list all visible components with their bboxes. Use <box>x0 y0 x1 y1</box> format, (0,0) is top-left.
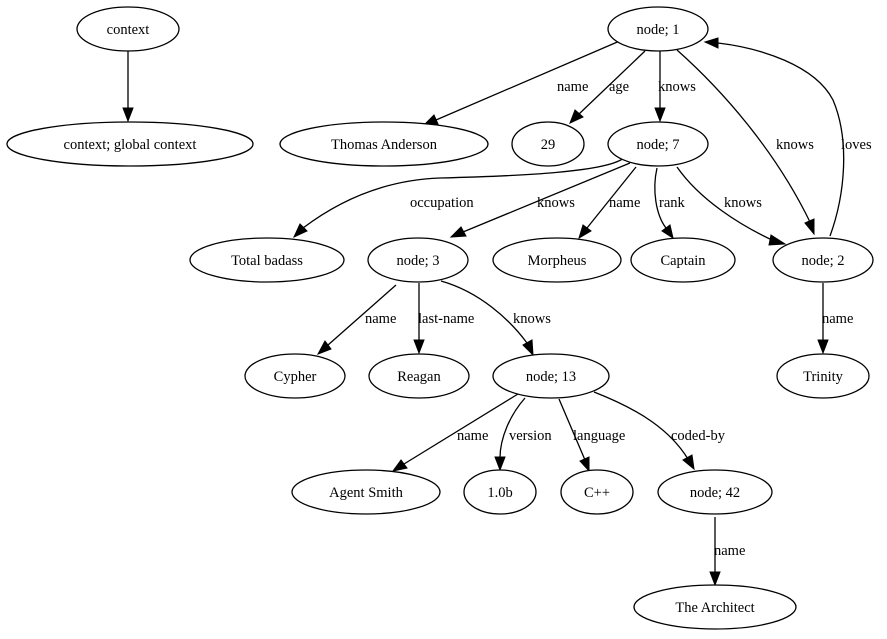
edge-label-age: age <box>609 79 629 95</box>
edge-label-knows: knows <box>537 195 575 211</box>
edge-label-language: language <box>573 428 625 444</box>
edge-knows-node2-from-node7: knows <box>676 166 787 246</box>
svg-text:context: context <box>107 22 150 38</box>
edge-name-trinity: name <box>817 283 853 355</box>
edge-label-knows: knows <box>724 195 762 211</box>
edge-name-morpheus: name <box>578 166 640 240</box>
node-42: node; 42 <box>657 469 773 515</box>
node-3: node; 3 <box>367 237 469 283</box>
edge-label-name: name <box>714 543 745 559</box>
svg-text:Agent Smith: Agent Smith <box>329 485 403 501</box>
edge-loves: loves <box>703 37 872 237</box>
svg-text:Thomas Anderson: Thomas Anderson <box>331 137 438 153</box>
edge-label-knows: knows <box>776 137 814 153</box>
svg-text:Morpheus: Morpheus <box>528 253 587 269</box>
node-thomas-anderson: Thomas Anderson <box>279 121 489 167</box>
edge-rank: rank <box>654 167 686 240</box>
node-7: node; 7 <box>607 121 709 167</box>
edge-label-knows: knows <box>513 311 551 327</box>
svg-text:Reagan: Reagan <box>397 369 441 385</box>
edge-coded-by: coded-by <box>593 391 726 471</box>
svg-text:node; 1: node; 1 <box>636 22 679 38</box>
edge-label-knows: knows <box>658 79 696 95</box>
node-cypher: Cypher <box>244 353 346 399</box>
edge-label-last-name: last-name <box>418 311 474 327</box>
edge-knows-node2-from-node1: knows <box>676 49 815 236</box>
node-version-1-0b: 1.0b <box>463 469 537 515</box>
node-reagan: Reagan <box>368 353 470 399</box>
svg-text:node; 3: node; 3 <box>396 253 439 269</box>
edge-knows-node7: knows <box>654 51 696 123</box>
node-age-29: 29 <box>511 121 585 167</box>
svg-text:Captain: Captain <box>660 253 706 269</box>
node-the-architect: The Architect <box>633 584 797 630</box>
node-total-badass: Total badass <box>189 237 345 283</box>
edge-label-name: name <box>822 311 853 327</box>
svg-text:Cypher: Cypher <box>274 369 317 385</box>
svg-text:node; 7: node; 7 <box>636 137 679 153</box>
edge-label-name: name <box>557 79 588 95</box>
edge-knows-node13: knows <box>440 280 551 357</box>
edge-label-name: name <box>609 195 640 211</box>
edge-label-coded-by: coded-by <box>671 428 726 444</box>
node-trinity: Trinity <box>776 353 870 399</box>
edge-name-smith: name <box>391 393 519 472</box>
edge-label-name: name <box>365 311 396 327</box>
svg-text:29: 29 <box>541 137 556 153</box>
edge-label-rank: rank <box>659 195 686 211</box>
node-morpheus: Morpheus <box>492 237 622 283</box>
edge-label-version: version <box>509 428 552 444</box>
svg-text:node; 2: node; 2 <box>801 253 844 269</box>
node-captain: Captain <box>630 237 736 283</box>
edge-last-name: last-name <box>413 283 474 355</box>
svg-text:node; 13: node; 13 <box>526 369 576 385</box>
edge-knows-node3: knows <box>449 162 631 238</box>
node-13: node; 13 <box>492 353 610 399</box>
edge-language: language <box>558 398 625 473</box>
edge-version: version <box>494 397 552 472</box>
svg-text:node; 42: node; 42 <box>690 485 740 501</box>
edge-name-architect: name <box>709 517 745 587</box>
node-context: context <box>76 6 180 52</box>
svg-text:1.0b: 1.0b <box>487 485 512 501</box>
svg-text:C++: C++ <box>584 485 610 501</box>
edge-label-name: name <box>457 428 488 444</box>
svg-text:Trinity: Trinity <box>803 369 844 385</box>
edge-label-occupation: occupation <box>410 195 474 211</box>
node-2: node; 2 <box>772 237 874 283</box>
edge-context-to-global <box>122 51 134 123</box>
svg-text:context; global context: context; global context <box>64 137 197 153</box>
node-context-global: context; global context <box>6 121 254 167</box>
svg-text:Total badass: Total badass <box>231 253 303 269</box>
node-1: node; 1 <box>607 6 709 52</box>
edge-name-thomas: name <box>421 39 623 127</box>
svg-text:The Architect: The Architect <box>675 600 754 616</box>
edge-name-cypher: name <box>316 284 397 355</box>
edge-occupation: occupation <box>292 156 626 239</box>
edge-label-loves: loves <box>841 137 872 153</box>
node-agent-smith: Agent Smith <box>291 469 441 515</box>
node-cpp: C++ <box>560 469 634 515</box>
edge-age: age <box>569 50 646 124</box>
